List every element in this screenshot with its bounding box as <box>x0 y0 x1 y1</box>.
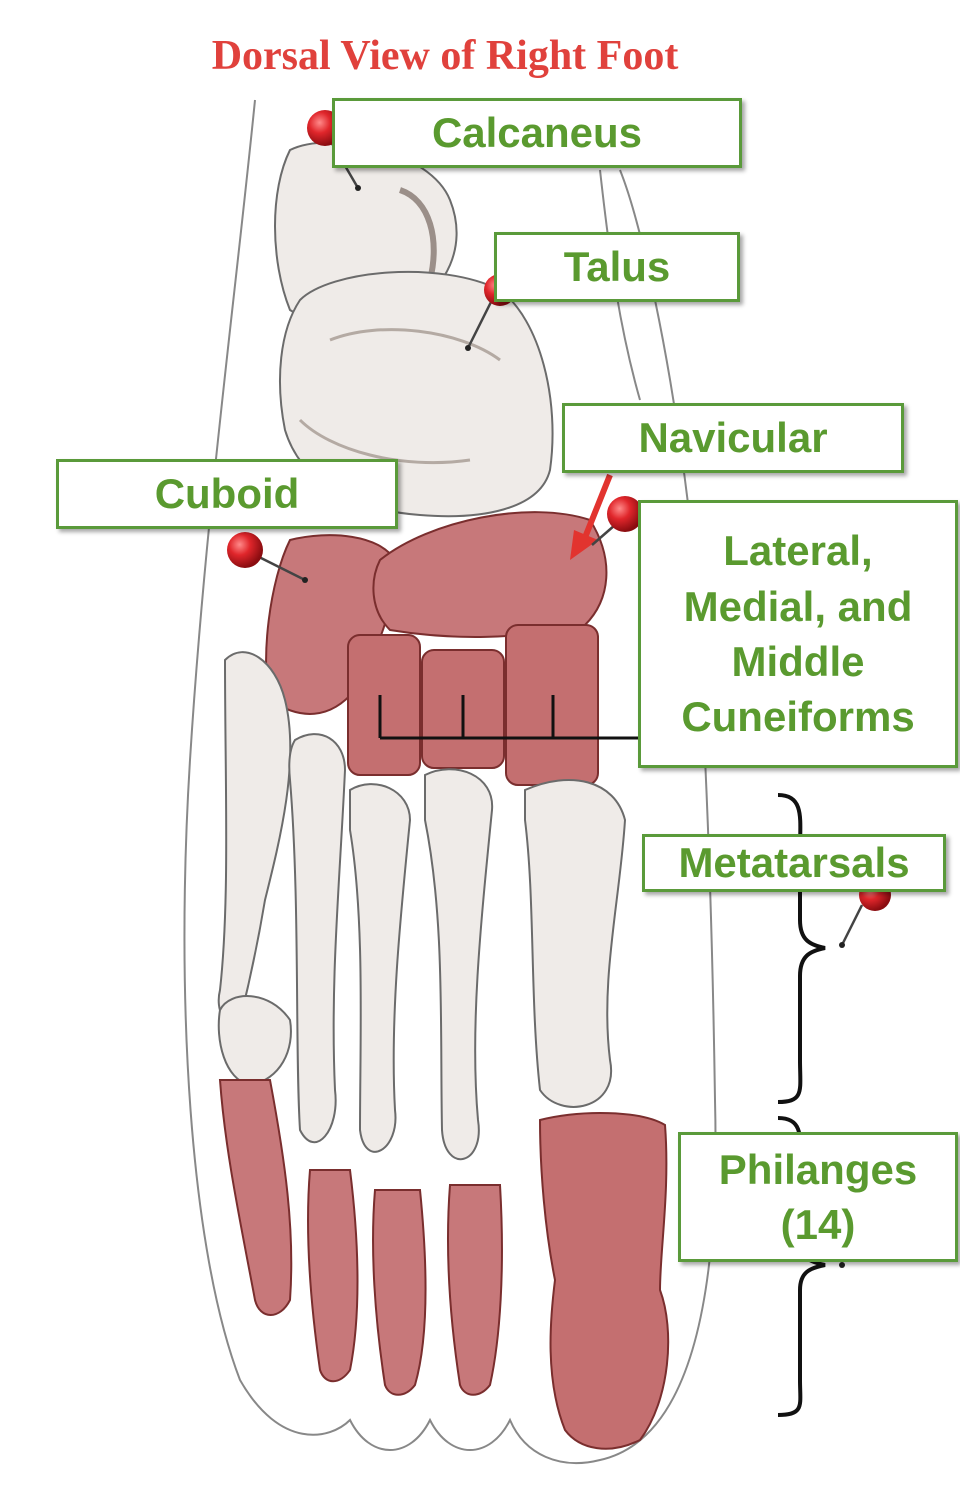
label-talus-text: Talus <box>563 243 671 291</box>
label-calcaneus-text: Calcaneus <box>431 109 643 157</box>
label-cuneiforms-line-3: Middle <box>731 638 865 685</box>
label-cuneiforms-line-4: Cuneiforms <box>681 693 915 741</box>
metatarsal-4 <box>288 733 347 1144</box>
label-cuneiforms: Lateral, Medial, and Middle Cuneiforms <box>638 500 958 768</box>
cuneiform-lateral-bone <box>347 634 421 776</box>
metatarsal-2 <box>424 768 494 1161</box>
label-navicular: Navicular <box>562 403 904 473</box>
label-cuneiforms-line-2: Medial, and <box>683 582 913 630</box>
label-cuboid-text: Cuboid <box>154 470 300 518</box>
label-phalanges-line-1: Philanges <box>718 1145 918 1193</box>
navicular-bone <box>372 511 608 638</box>
label-navicular-text: Navicular <box>638 414 828 462</box>
cuneiform-leader-lines <box>378 695 640 740</box>
label-phalanges: Philanges (14) <box>678 1132 958 1262</box>
metatarsal-1 <box>524 779 627 1108</box>
label-talus: Talus <box>494 232 740 302</box>
fifth-metatarsal-base <box>217 651 292 1024</box>
diagram-title: Dorsal View of Right Foot <box>211 33 679 79</box>
label-calcaneus: Calcaneus <box>332 98 742 168</box>
label-phalanges-text: Philanges (14) <box>719 1142 917 1253</box>
pin-cuneiforms <box>591 496 643 546</box>
label-cuboid: Cuboid <box>56 459 398 529</box>
phalanges-toe-1 <box>538 1112 670 1450</box>
pin-cuboid <box>227 532 308 583</box>
label-metatarsals: Metatarsals <box>642 834 946 892</box>
metatarsals-brace <box>777 793 826 1104</box>
pin-phalanges-tip <box>839 1262 845 1268</box>
label-cuneiforms-line-1: Lateral, <box>723 527 873 575</box>
phalanges-toe-2 <box>447 1184 503 1396</box>
label-phalanges-line-2: (14) <box>780 1201 856 1248</box>
label-metatarsals-text: Metatarsals <box>678 839 910 887</box>
metatarsal-5 <box>217 995 292 1087</box>
phalanges-toe-4 <box>307 1169 359 1383</box>
label-cuneiforms-text: Lateral, Medial, and Middle Cuneiforms <box>681 523 914 745</box>
phalanges-toe-5 <box>218 1079 293 1316</box>
navicular-arrow <box>570 473 613 560</box>
phalanges-toe-3 <box>372 1189 427 1396</box>
metatarsal-3 <box>349 783 412 1153</box>
